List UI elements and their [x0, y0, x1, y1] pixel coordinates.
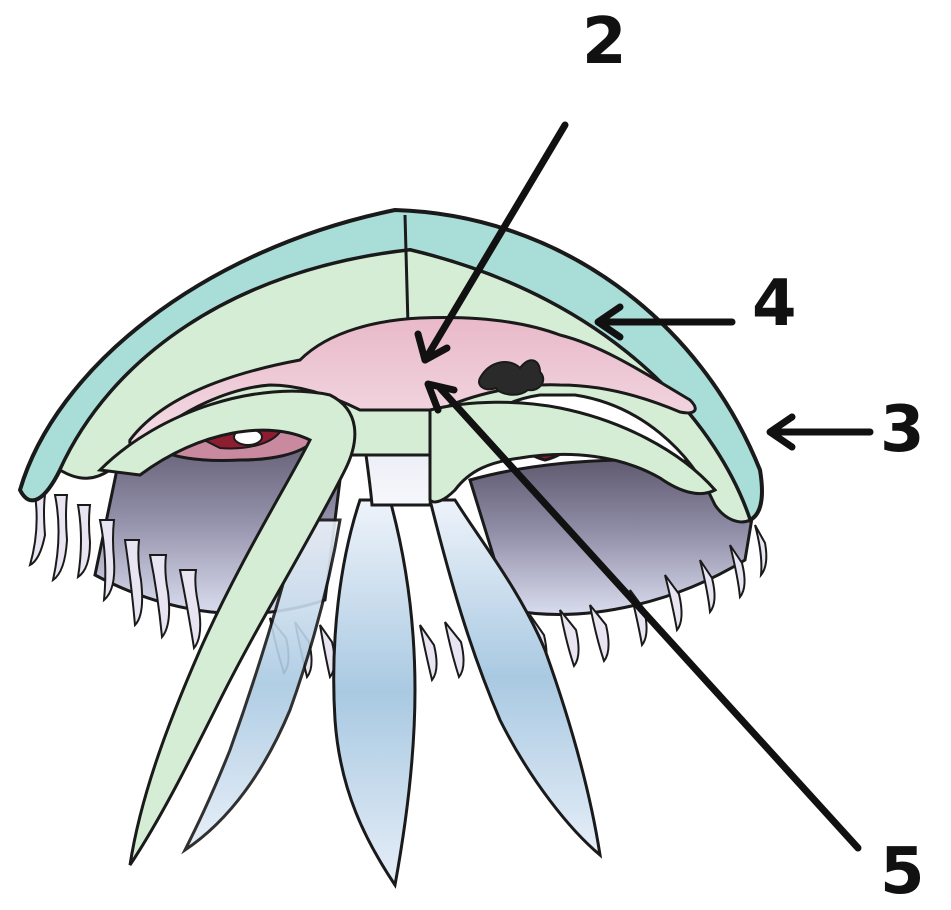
label-5: 5 — [880, 840, 925, 904]
label-2: 2 — [582, 10, 627, 74]
label-3: 3 — [880, 398, 925, 462]
label-4: 4 — [752, 272, 797, 336]
